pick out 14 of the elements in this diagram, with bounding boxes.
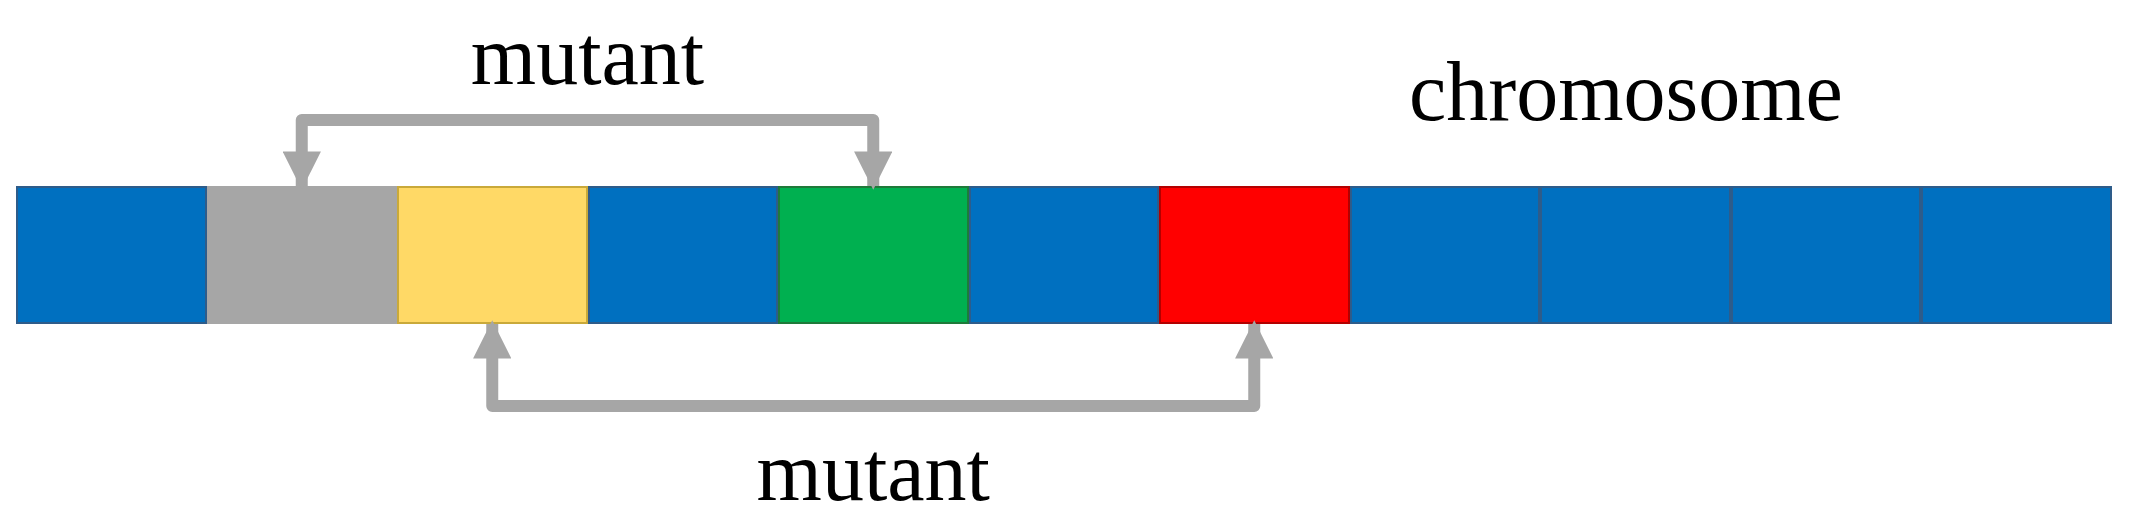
chromosome-segment <box>1730 186 1921 324</box>
chromosome-segment <box>206 186 397 324</box>
chromosome-segment <box>1349 186 1540 324</box>
bracket-arrow <box>473 320 1274 412</box>
chromosome-segment <box>1921 186 2112 324</box>
chromosome-segment <box>778 186 969 324</box>
bracket-arrow <box>282 114 893 190</box>
chromosome-segment <box>587 186 778 324</box>
chromosome-segment <box>968 186 1159 324</box>
chromosome-segment <box>397 186 588 324</box>
chromosome-segment <box>16 186 207 324</box>
chromosome-segment <box>1159 186 1350 324</box>
chromosome-segment <box>1540 186 1731 324</box>
chromosome-label: chromosome <box>1409 50 1843 134</box>
